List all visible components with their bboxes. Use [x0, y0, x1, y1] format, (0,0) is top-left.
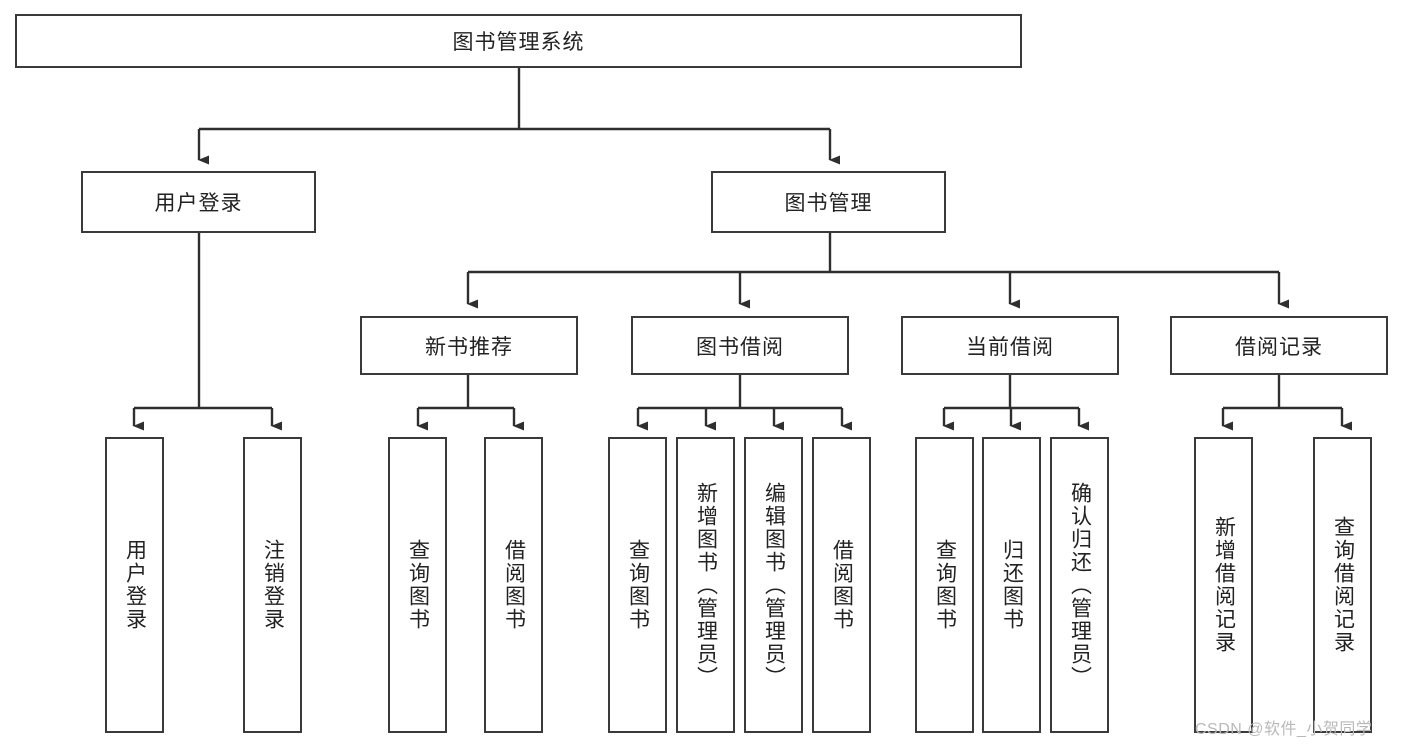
node-label: 新增图书（管理员）: [694, 481, 718, 689]
leaf-new-book-borrow[interactable]: 借阅图书: [484, 437, 543, 733]
node-new-book-recommend[interactable]: 新书推荐: [360, 316, 578, 375]
node-book-borrow[interactable]: 图书借阅: [631, 316, 849, 375]
leaf-user-login-login[interactable]: 用户登录: [105, 437, 164, 733]
node-label: 归还图书: [1000, 539, 1024, 631]
node-label: 图书管理系统: [452, 31, 585, 54]
node-label: 借阅图书: [830, 539, 854, 631]
node-book-management[interactable]: 图书管理: [711, 171, 946, 233]
leaf-new-book-query[interactable]: 查询图书: [388, 437, 447, 733]
node-root-system[interactable]: 图书管理系统: [15, 14, 1022, 68]
leaf-current-query-book[interactable]: 查询图书: [915, 437, 974, 733]
node-label: 借阅记录: [1235, 335, 1323, 359]
node-label: 当前借阅: [966, 335, 1054, 359]
node-label: 确认归还（管理员）: [1068, 481, 1092, 689]
node-label: 用户登录: [154, 192, 243, 215]
leaf-records-query-record[interactable]: 查询借阅记录: [1313, 437, 1372, 733]
node-label: 用户登录: [123, 539, 147, 631]
node-current-borrow[interactable]: 当前借阅: [901, 316, 1119, 375]
leaf-borrow-edit-book-admin[interactable]: 编辑图书（管理员）: [744, 437, 803, 733]
node-label: 编辑图书（管理员）: [762, 481, 786, 689]
node-label: 注销登录: [261, 539, 285, 631]
node-label: 借阅图书: [502, 539, 526, 631]
leaf-borrow-add-book-admin[interactable]: 新增图书（管理员）: [676, 437, 735, 733]
leaf-current-confirm-return-admin[interactable]: 确认归还（管理员）: [1050, 437, 1109, 733]
node-label: 查询图书: [406, 539, 430, 631]
node-label: 图书借阅: [696, 335, 784, 359]
leaf-current-return-book[interactable]: 归还图书: [982, 437, 1041, 733]
leaf-borrow-borrow-book[interactable]: 借阅图书: [812, 437, 871, 733]
leaf-records-add-record[interactable]: 新增借阅记录: [1194, 437, 1253, 733]
node-label: 新书推荐: [425, 335, 513, 359]
node-user-login[interactable]: 用户登录: [81, 171, 316, 233]
node-label: 新增借阅记录: [1212, 516, 1236, 654]
leaf-user-login-logout[interactable]: 注销登录: [243, 437, 302, 733]
node-borrow-records[interactable]: 借阅记录: [1170, 316, 1388, 375]
node-label: 查询图书: [933, 539, 957, 631]
node-label: 查询图书: [626, 539, 650, 631]
node-label: 查询借阅记录: [1331, 516, 1355, 654]
node-label: 图书管理: [784, 192, 873, 215]
leaf-borrow-query-book[interactable]: 查询图书: [608, 437, 667, 733]
watermark: CSDN @软件_小贺同学: [1195, 721, 1373, 738]
